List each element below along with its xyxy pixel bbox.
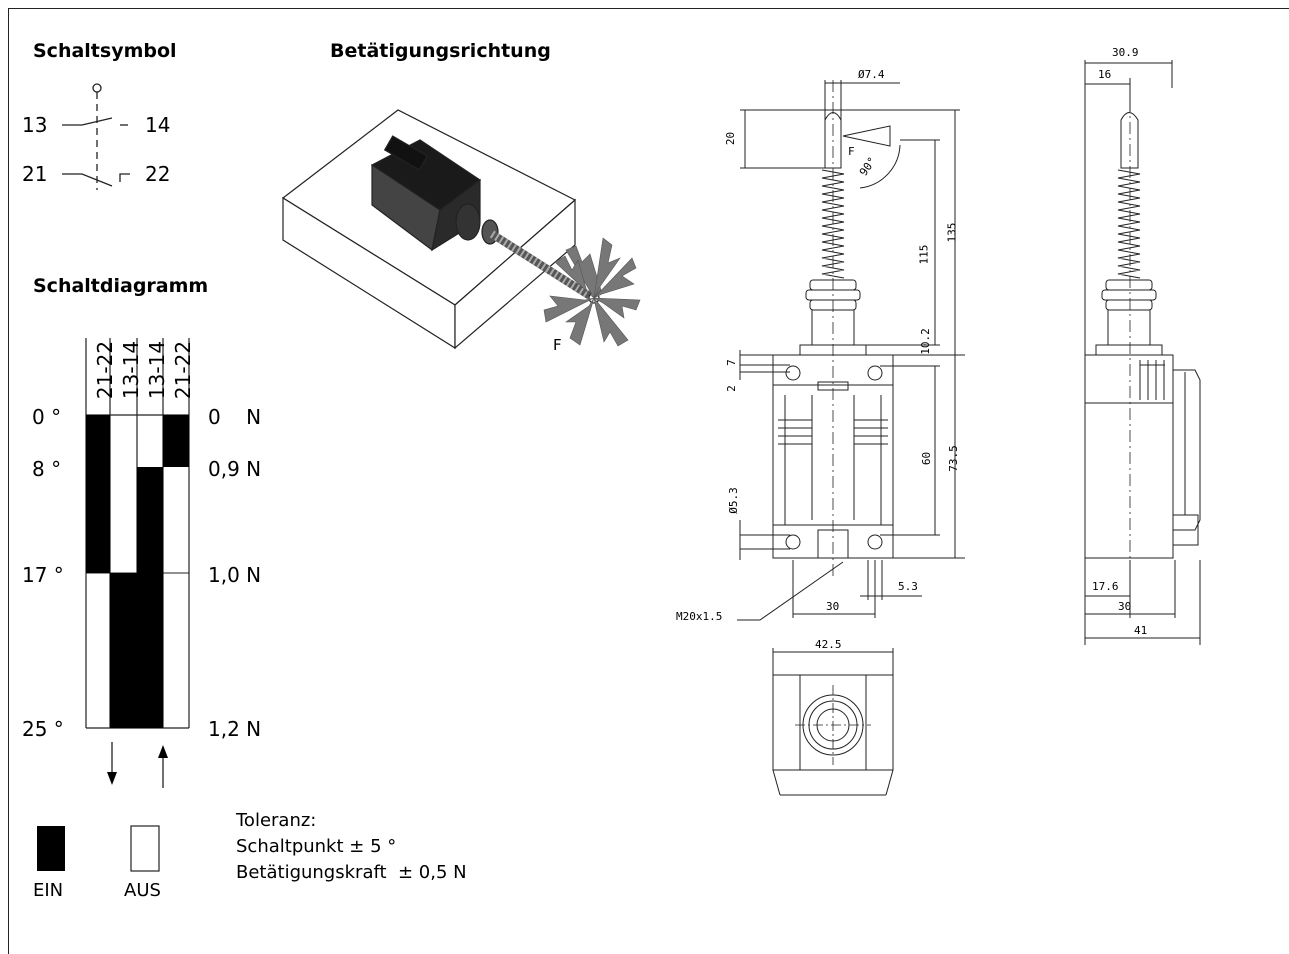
dim-hole-diameter: Ø5.3 [726, 487, 740, 514]
front-rod-tip [824, 112, 842, 169]
dim-5-3: 5.3 [898, 580, 918, 593]
force-0-9: 0,9 N [208, 457, 262, 481]
tolerance-switch-point: Schaltpunkt ± 5 ° [236, 836, 397, 857]
legend-off-label: AUS [124, 880, 161, 901]
force-vector-label: F [553, 336, 562, 354]
dim-30-9: 30.9 [1112, 46, 1139, 59]
sheet-frame [8, 8, 1289, 954]
arrow-down-icon [107, 772, 117, 785]
dim-17-6: 17.6 [1092, 580, 1119, 593]
dim-thread: M20x1.5 [676, 610, 723, 623]
tolerance-title: Toleranz: [236, 810, 317, 831]
dim-135: 135 [945, 222, 959, 243]
dim-30: 30 [826, 600, 840, 613]
contact-21-22-stub [119, 173, 130, 182]
mounting-plate-side [454, 198, 576, 350]
dim-2: 2 [724, 385, 738, 392]
terminal-13: 13 [22, 113, 48, 137]
heading-switching-diagram: Schaltdiagramm [33, 275, 209, 297]
terminal-22: 22 [145, 162, 171, 186]
bar-13-14-left-on [110, 573, 137, 728]
heading-switch-symbol: Schaltsymbol [33, 40, 177, 62]
dim-16: 16 [1098, 68, 1112, 81]
bottom-view [772, 648, 894, 796]
bar-13-14-right-on [137, 467, 163, 728]
contact-21-22-lever [62, 173, 113, 187]
force-arrows-icon [543, 237, 641, 347]
dim-20: 20 [724, 131, 738, 146]
dim-73-5: 73.5 [946, 445, 960, 472]
bar-21-22-right-on [163, 415, 189, 467]
force-0: 0 N [208, 405, 262, 429]
switch-head [455, 203, 481, 241]
dim-7: 7 [724, 359, 738, 366]
dim-115: 115 [917, 244, 931, 265]
spring-coils [489, 230, 593, 300]
dim-force: F [848, 145, 855, 158]
dim-10-2: 10.2 [918, 328, 932, 355]
arrow-up-icon [158, 745, 168, 758]
force-1-0: 1,0 N [208, 563, 262, 587]
tolerance-actuation-force: Betätigungskraft ± 0,5 N [236, 862, 467, 883]
terminal-14: 14 [145, 113, 171, 137]
switch-cover [383, 135, 429, 171]
legend-on-label: EIN [33, 880, 64, 901]
dim-41: 41 [1134, 624, 1148, 637]
dim-42-5: 42.5 [815, 638, 842, 651]
angle-8: 8 ° [32, 457, 62, 481]
angle-0: 0 ° [32, 405, 62, 429]
contact-13-14-lever [62, 117, 113, 126]
side-view [1084, 60, 1201, 645]
legend-off-swatch [130, 825, 160, 872]
heading-actuation-direction: Betätigungsrichtung [330, 40, 551, 62]
dim-rod-diameter: Ø7.4 [858, 68, 885, 81]
angle-25: 25 ° [22, 717, 64, 741]
terminal-21: 21 [22, 162, 48, 186]
front-spring [821, 169, 845, 279]
force-1-2: 1,2 N [208, 717, 262, 741]
dim-30-side: 30 [1118, 600, 1132, 613]
bar-21-22-left-on [86, 415, 110, 573]
angle-17: 17 ° [22, 563, 64, 587]
legend-on-swatch [37, 826, 65, 871]
dim-60: 60 [920, 451, 934, 466]
